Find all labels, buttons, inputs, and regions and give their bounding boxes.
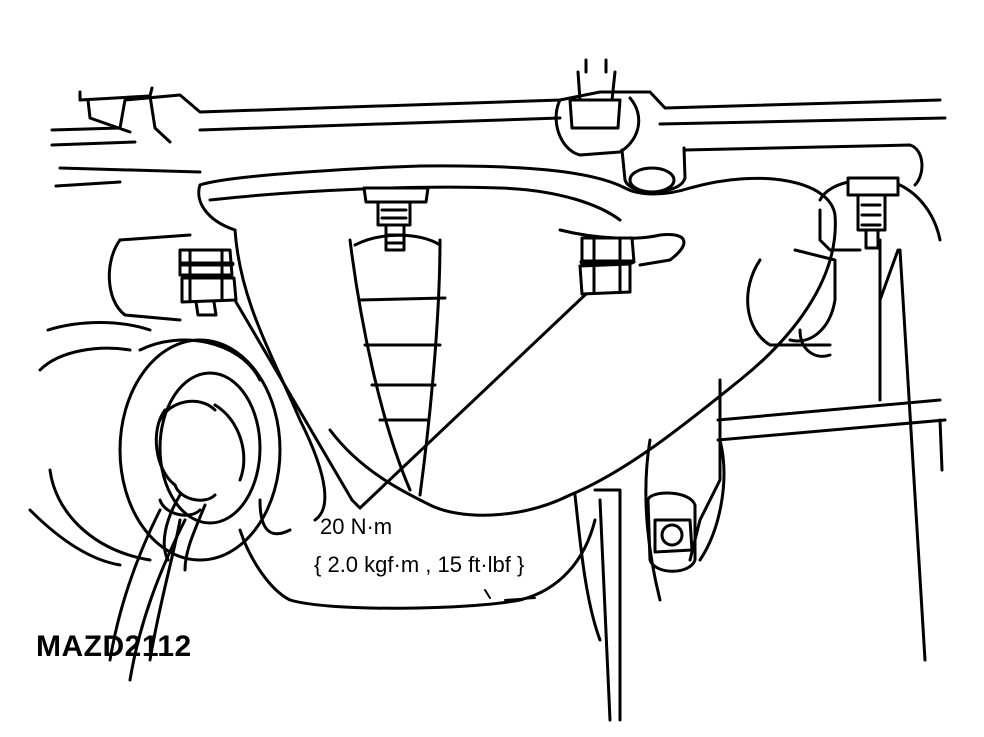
center-stud [362,186,430,252]
exhaust-manifold [197,164,837,722]
lower-bolt [646,491,697,573]
head-stud [554,58,687,194]
figure-id: MAZD2112 [36,630,192,663]
right-stud [846,176,900,250]
leader-lines [234,292,588,510]
torque-value-imperial: { 2.0 kgf·m , 15 ft·lbf } [314,552,525,577]
right-bracket [683,143,947,662]
left-nut [107,233,238,322]
cylinder-head [50,86,947,188]
right-nut [578,236,636,296]
torque-value-nm: 20 N·m [320,514,393,539]
oxygen-sensor [28,321,292,682]
